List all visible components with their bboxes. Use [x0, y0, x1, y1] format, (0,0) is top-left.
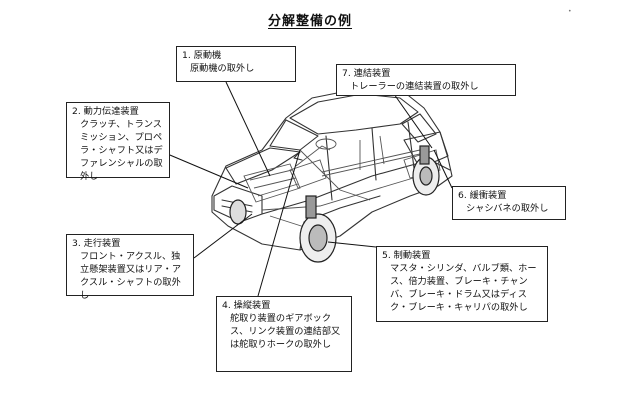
label-engine-heading: 1. 原動機: [182, 50, 222, 61]
label-coupling-heading: 7. 連結装置: [342, 68, 391, 79]
label-drivetrain-heading: 2. 動力伝達装置: [72, 106, 139, 117]
label-coupling-body: トレーラーの連結装置の取外し: [350, 81, 479, 92]
propeller-shaft: [321, 149, 421, 173]
label-steering-body: 舵取り装置のギアボックス、リンク装置の連結部又は舵取りホークの取外し: [230, 313, 341, 350]
diagram-title: 分解整備の例: [268, 14, 353, 29]
label-brakes-body: マスタ・シリンダ、バルブ類、ホース、倍力装置、ブレーキ・チャンバ、ブレーキ・ドラ…: [390, 263, 537, 313]
label-suspension-body: シャシバネの取外し: [466, 203, 549, 214]
leader-steering: [257, 149, 301, 297]
leader-drivetrain: [157, 149, 249, 189]
car-windshield: [269, 119, 319, 151]
engine-block: [243, 163, 301, 203]
label-steering: 4. 操縦装置 舵取り装置のギアボックス、リンク装置の連結部又は舵取りホークの取…: [216, 296, 352, 372]
car-hood: [225, 147, 301, 185]
label-running-gear: 3. 走行装置 フロント・アクスル、独立懸架装置又はリア・アクスル・シャフトの取…: [66, 234, 194, 301]
car-rear-window: [401, 113, 437, 143]
label-brakes-heading: 5. 制動装置: [382, 250, 431, 261]
car-roof: [289, 93, 419, 135]
front-shock: [305, 195, 317, 219]
label-coupling: 7. 連結装置 トレーラーの連結装置の取外し: [336, 64, 516, 96]
car-body-outline: [211, 87, 453, 251]
rear-shock: [419, 145, 430, 165]
steering-wheel: [315, 138, 337, 150]
transmission: [289, 159, 327, 189]
label-suspension: 6. 緩衝装置 シャシバネの取外し: [452, 186, 566, 220]
label-drivetrain-body: クラッチ、トランスミッション、プロペラ・シャフト又はデファレンシャルの取外し: [80, 119, 163, 182]
label-engine: 1. 原動機 原動機の取外し: [176, 46, 296, 82]
label-engine-body: 原動機の取外し: [190, 63, 255, 74]
label-brakes: 5. 制動装置 マスタ・シリンダ、バルブ類、ホース、倍力装置、ブレーキ・チャンバ…: [376, 246, 548, 322]
label-steering-heading: 4. 操縦装置: [222, 300, 271, 311]
brake-lines: [261, 175, 421, 233]
leader-coupling: [393, 93, 433, 149]
label-drivetrain: 2. 動力伝達装置 クラッチ、トランスミッション、プロペラ・シャフト又はデファレ…: [66, 102, 170, 182]
car-trunk: [403, 131, 449, 169]
stray-mark: •: [568, 8, 572, 15]
label-running-gear-heading: 3. 走行装置: [72, 238, 121, 249]
leader-engine: [225, 81, 271, 177]
leader-running-gear: [193, 213, 253, 259]
label-suspension-heading: 6. 緩衝装置: [458, 190, 507, 201]
leader-suspension: [433, 149, 453, 189]
label-running-gear-body: フロント・アクスル、独立懸架装置又はリア・アクスル・シャフトの取外し: [80, 251, 182, 301]
